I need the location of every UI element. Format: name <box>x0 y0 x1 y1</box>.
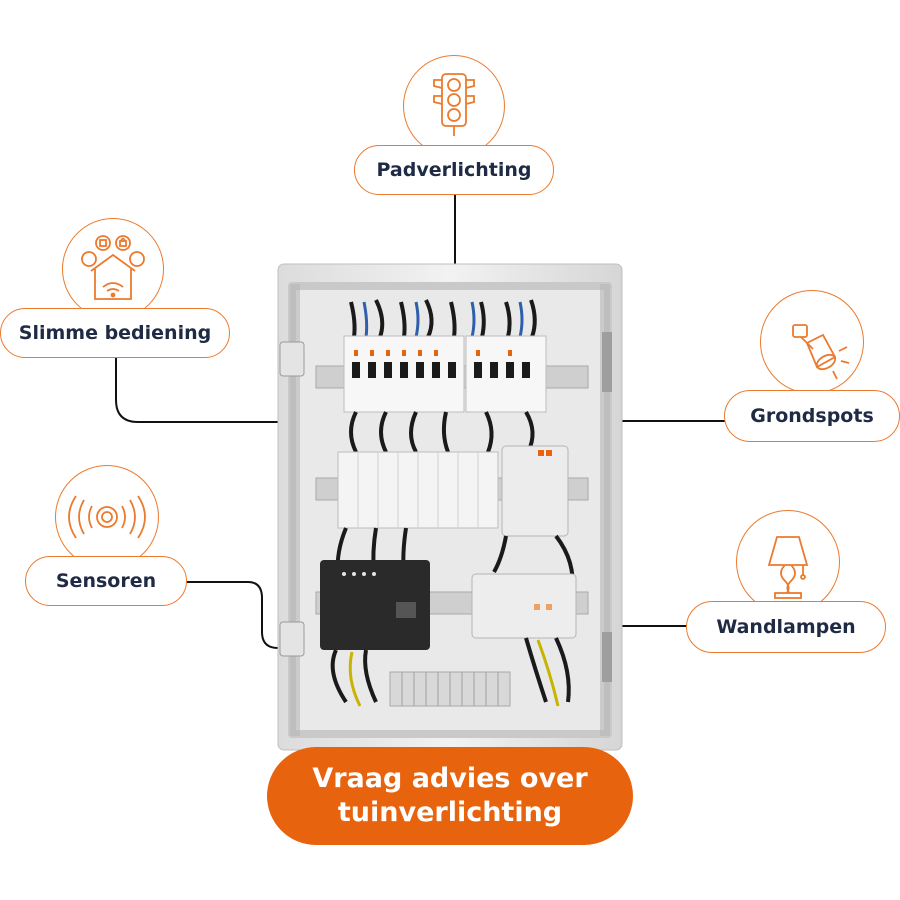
slimme-bediening-label[interactable]: Slimme bediening <box>0 308 230 358</box>
grondspots-text: Grondspots <box>750 405 874 427</box>
wandlampen-text: Wandlampen <box>716 616 856 638</box>
spotlight-icon <box>792 324 850 380</box>
smart-home-icon <box>81 235 145 300</box>
traffic-light-icon <box>433 73 475 136</box>
grondspots-label[interactable]: Grondspots <box>724 390 900 442</box>
padverlichting-text: Padverlichting <box>376 159 532 181</box>
sensoren-text: Sensoren <box>55 570 157 592</box>
sensoren-icon-circle <box>55 465 159 569</box>
sensor-icon <box>68 495 146 539</box>
sensoren-connector <box>186 581 288 649</box>
padverlichting-icon-circle <box>403 55 505 157</box>
slimme-bediening-icon-circle <box>62 218 164 320</box>
slimme-bediening-text: Slimme bediening <box>18 322 212 344</box>
grondspots-icon-circle <box>760 290 864 394</box>
wandlampen-label[interactable]: Wandlampen <box>686 601 886 653</box>
wandlampen-icon-circle <box>736 510 840 614</box>
advies-cta-label: Vraag advies over tuinverlichting <box>312 763 588 828</box>
slimme-bediening-connector <box>115 356 285 423</box>
advies-cta-button[interactable]: Vraag advies over tuinverlichting <box>267 747 633 845</box>
table-lamp-icon <box>767 536 809 599</box>
electrical-cabinet-image <box>277 263 623 751</box>
padverlichting-label[interactable]: Padverlichting <box>354 145 554 195</box>
sensoren-label[interactable]: Sensoren <box>25 556 187 606</box>
